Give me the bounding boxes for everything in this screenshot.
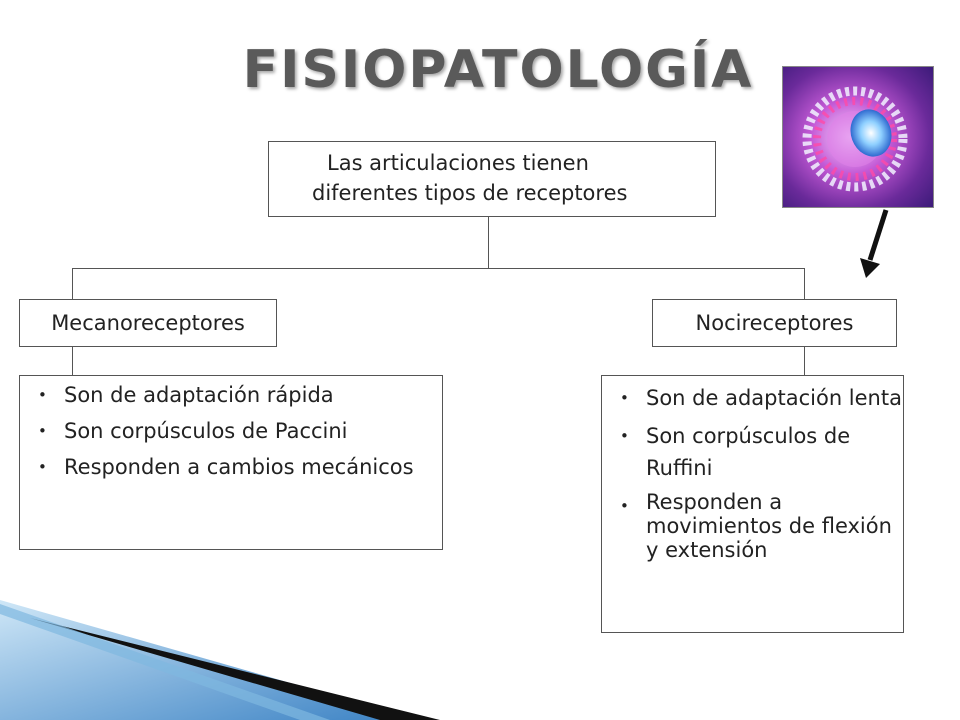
root-text-line1: Las articulaciones tienen	[327, 151, 589, 175]
connector-left-down	[72, 268, 73, 299]
root-text-line2: diferentes tipos de receptores	[312, 181, 628, 205]
connector-root-down	[488, 217, 489, 269]
down-left-arrow-icon	[860, 209, 889, 278]
mecanoreceptores-node: Mecanoreceptores	[19, 299, 277, 347]
slide-title: FISIOPATOLOGÍA	[242, 40, 754, 100]
mecanoreceptores-list: Son de adaptación rápida Son corpúsculos…	[19, 375, 443, 550]
connector-right-list	[804, 347, 805, 375]
connector-horizontal	[72, 268, 805, 269]
list-item: Son de adaptación rápida	[32, 382, 442, 409]
list-item: Responden a movimientos de flexión y ext…	[614, 490, 903, 562]
connector-left-list	[72, 347, 73, 375]
list-item: Responden a cambios mecánicos	[32, 454, 442, 481]
list-item: Son corpúsculos de Ruffini	[614, 420, 903, 484]
list-item: Son corpúsculos de Paccini	[32, 418, 442, 445]
connector-right-down	[804, 268, 805, 299]
nocireceptores-node: Nocireceptores	[652, 299, 897, 347]
receptor-photo	[782, 66, 934, 208]
decorative-swoosh	[0, 600, 440, 720]
root-node: Las articulaciones tienen diferentes tip…	[268, 141, 716, 217]
list-item: Son de adaptación lenta	[614, 382, 903, 414]
nocireceptores-list: Son de adaptación lenta Son corpúsculos …	[601, 375, 904, 633]
